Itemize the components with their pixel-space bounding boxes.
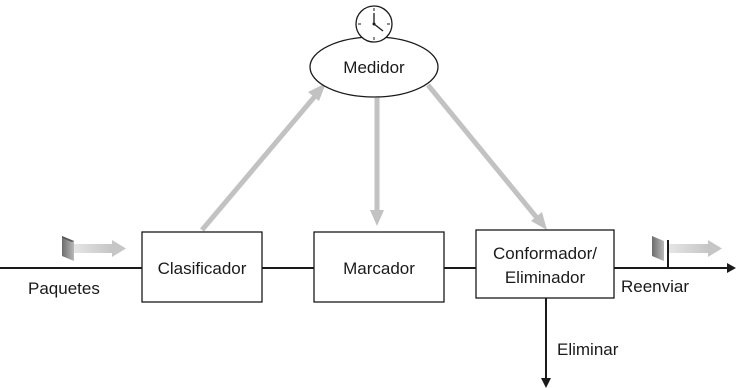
output-label: Reenviar	[621, 277, 689, 296]
arrow-head-to-conformador	[531, 212, 547, 230]
output-arrowhead	[727, 263, 736, 273]
medidor-label: Medidor	[343, 58, 405, 77]
arrow-medidor-to-conformador	[426, 83, 539, 220]
node-medidor: Medidor	[309, 36, 439, 98]
packet-icon-output	[652, 236, 722, 268]
arrow-head-to-marcador	[370, 210, 384, 226]
marcador-label: Marcador	[343, 259, 415, 278]
clasificador-label: Clasificador	[158, 259, 247, 278]
conformador-label-line1: Conformador/	[493, 244, 597, 263]
clock-icon	[355, 5, 393, 43]
node-conformador-eliminador: Conformador/ Eliminador	[475, 229, 615, 299]
drop-label: Eliminar	[557, 340, 619, 359]
arrow-head-to-medidor	[308, 83, 326, 101]
control-arrows	[200, 83, 547, 232]
node-clasificador: Clasificador	[141, 231, 263, 303]
node-marcador: Marcador	[313, 231, 445, 303]
input-label: Paquetes	[28, 279, 100, 298]
drop-arrowhead	[541, 378, 551, 388]
packet-icon-input	[62, 236, 126, 261]
conformador-label-line2: Eliminador	[505, 268, 586, 287]
arrow-clasificador-to-medidor	[200, 93, 318, 232]
